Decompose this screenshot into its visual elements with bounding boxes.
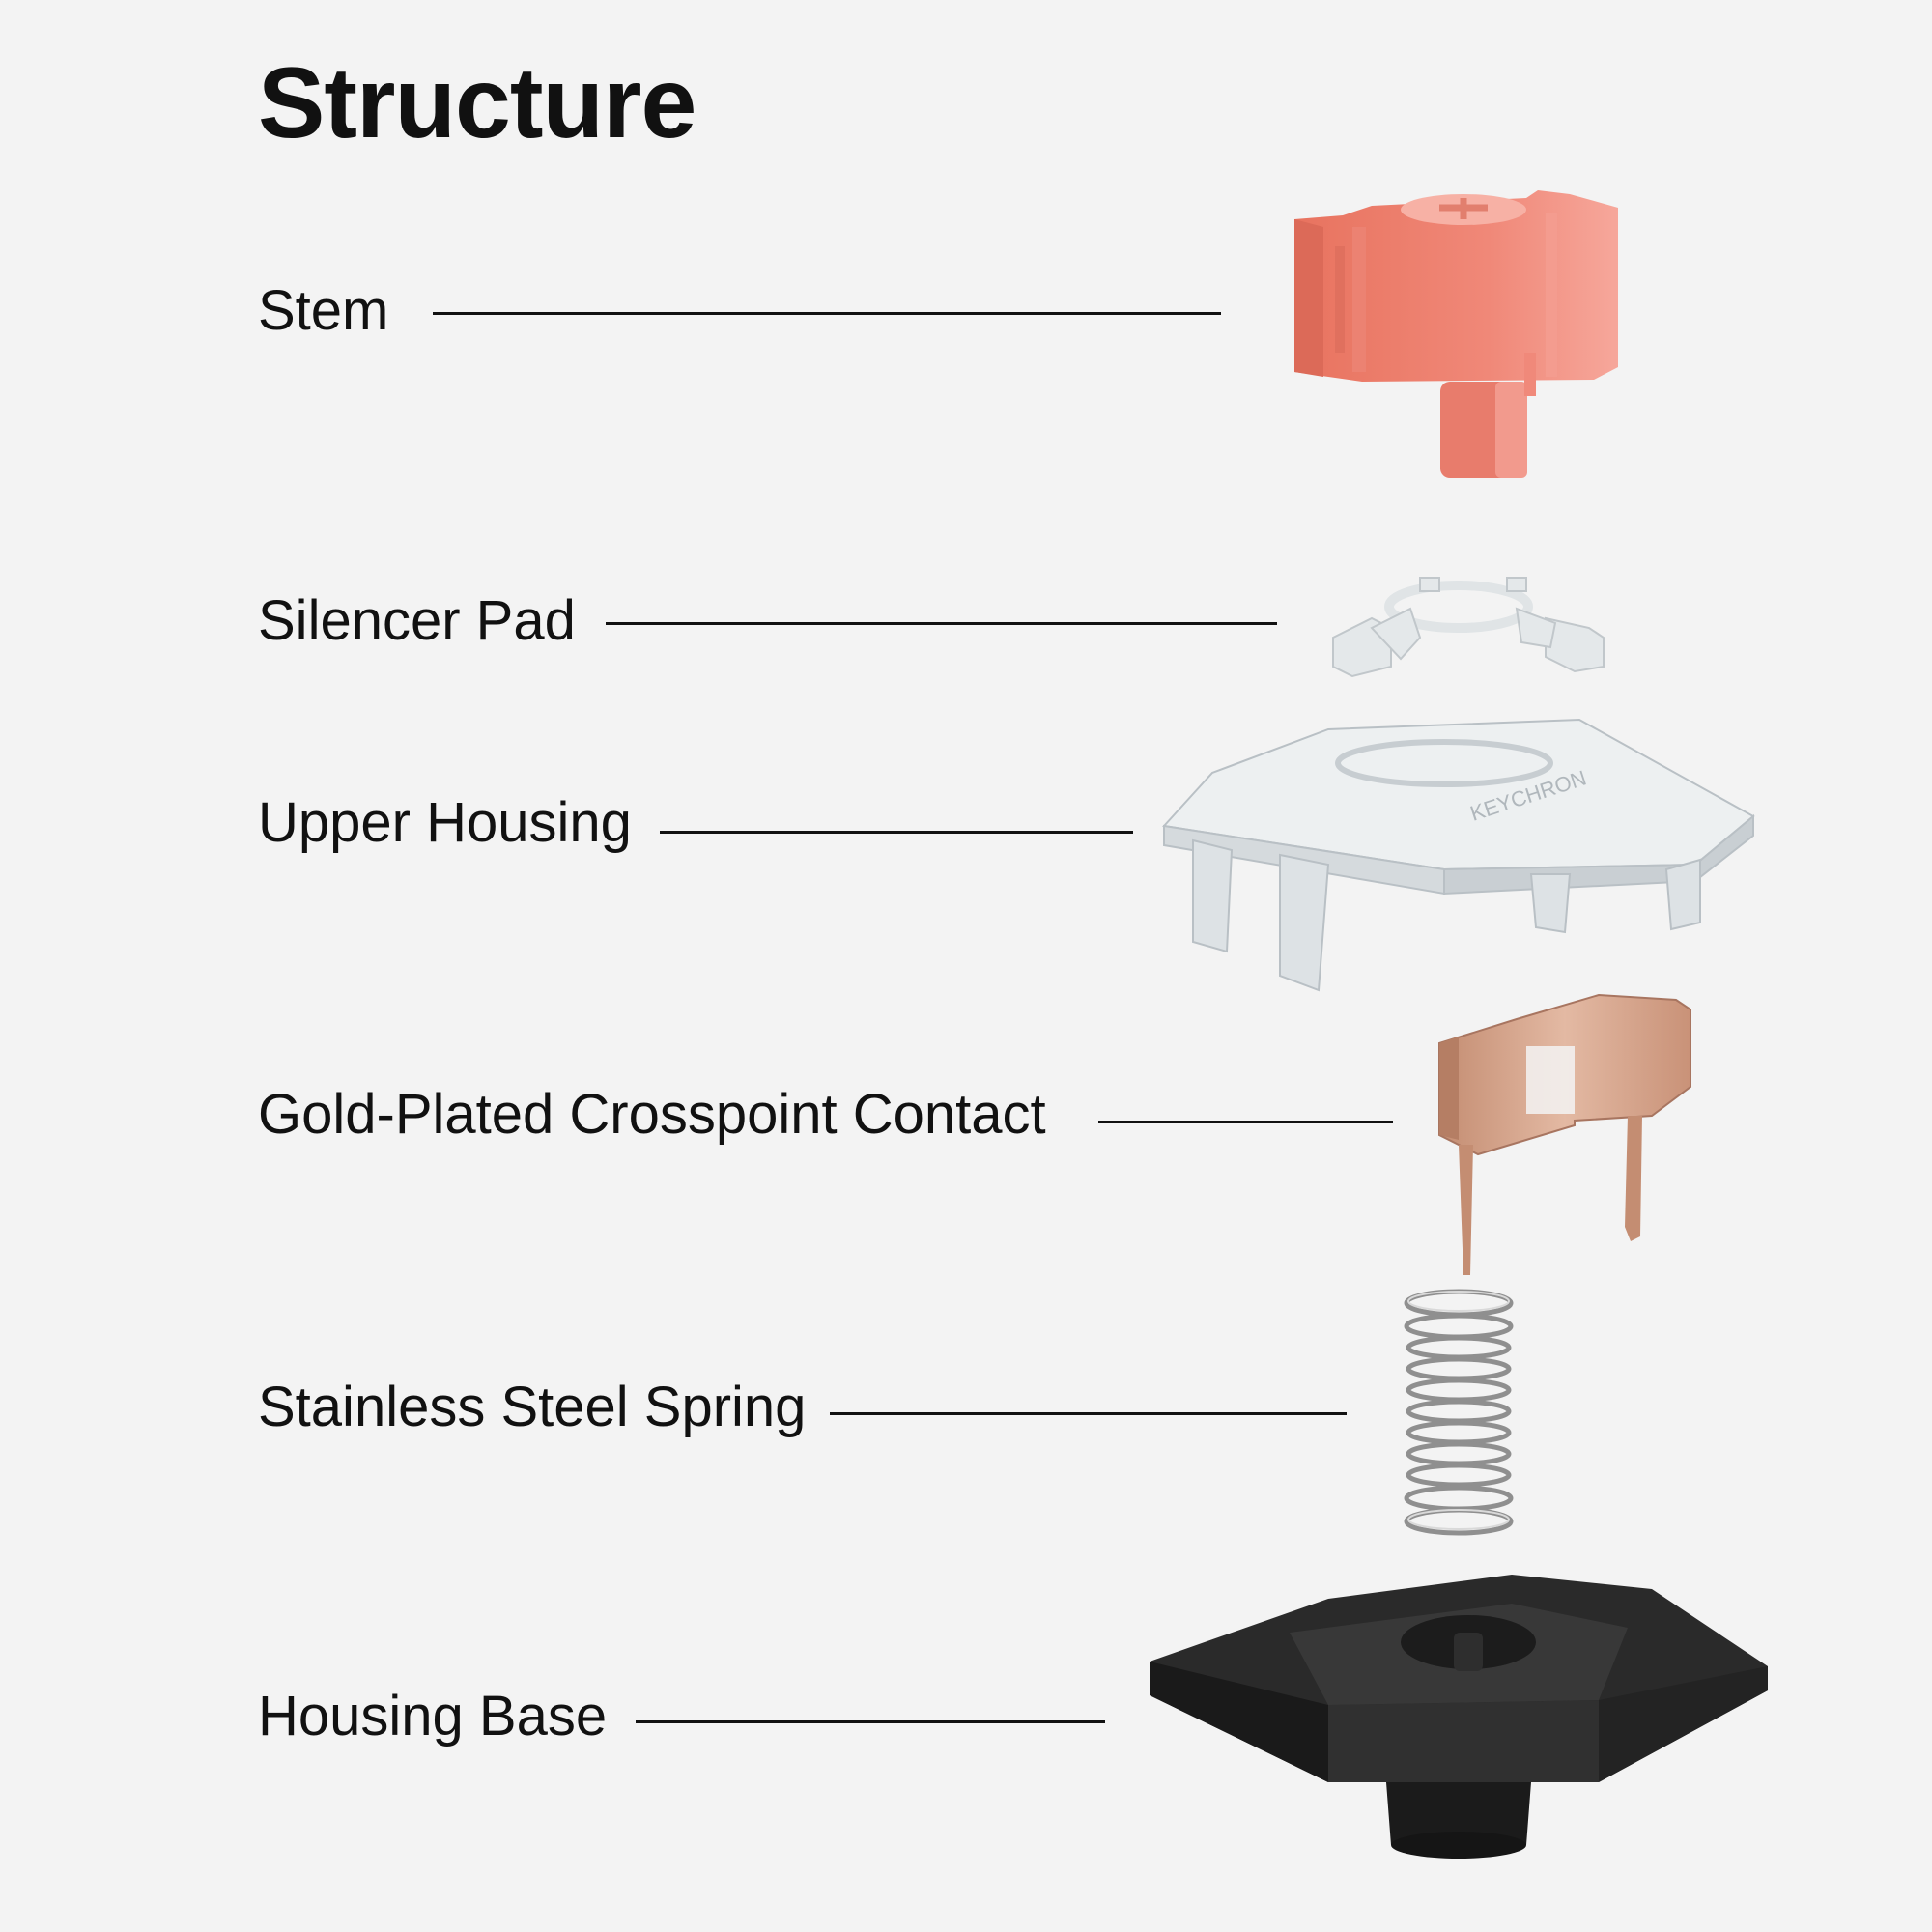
label-stem: Stem	[258, 279, 389, 342]
label-upper-housing: Upper Housing	[258, 791, 632, 854]
leader-line-contact	[1098, 1121, 1393, 1123]
label-silencer-pad: Silencer Pad	[258, 589, 576, 652]
spring-illustration	[1404, 1289, 1514, 1536]
page-title: Structure	[258, 47, 696, 159]
housing-base-illustration	[1150, 1575, 1768, 1859]
leader-line-housing-base	[636, 1720, 1105, 1723]
label-gold-plated-contact: Gold-Plated Crosspoint Contact	[258, 1083, 1046, 1146]
label-housing-base: Housing Base	[258, 1685, 608, 1747]
leader-line-spring	[830, 1412, 1347, 1415]
leader-line-upper-housing	[660, 831, 1133, 834]
silencer-pad-illustration	[1332, 577, 1605, 678]
stem-illustration	[1294, 190, 1618, 478]
gold-contact-illustration	[1438, 993, 1691, 1275]
label-stainless-steel-spring: Stainless Steel Spring	[258, 1376, 807, 1438]
leader-line-silencer-pad	[606, 622, 1277, 625]
leader-line-stem	[433, 312, 1221, 315]
upper-housing-illustration: KEYCHRON	[1162, 718, 1755, 992]
